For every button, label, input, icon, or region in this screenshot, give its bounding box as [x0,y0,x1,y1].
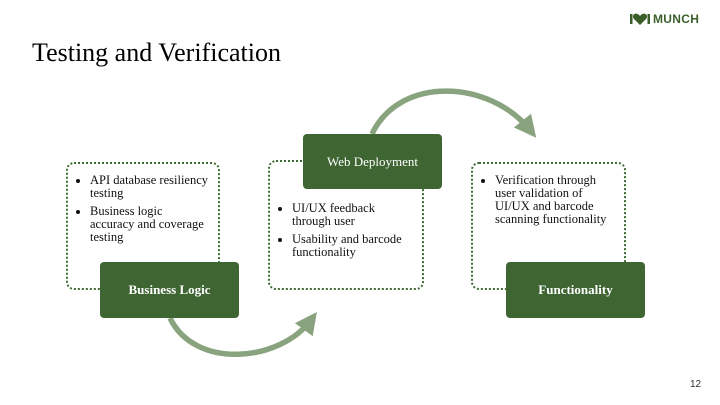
bullet-item: API database resiliency testing [90,174,210,200]
logo-text: MUNCH [653,12,700,26]
stage-functionality-label: Functionality [506,262,645,318]
slide-title: Testing and Verification [32,38,281,67]
arrow-bottom [167,312,317,357]
bullet-item: UI/UX feedback through user [292,202,414,228]
stage-web-deployment-label: Web Deployment [303,134,442,189]
bullet-item: Verification through user validation of … [495,174,612,226]
stage-business-logic-label: Business Logic [100,262,239,318]
heart-logo-icon [630,13,650,25]
bullet-item: Usability and barcode functionality [292,233,414,259]
arrow-top [369,88,537,138]
munch-logo: MUNCH [630,12,699,26]
bullet-item: Business logic accuracy and coverage tes… [90,205,210,244]
page-number: 12 [690,379,702,390]
